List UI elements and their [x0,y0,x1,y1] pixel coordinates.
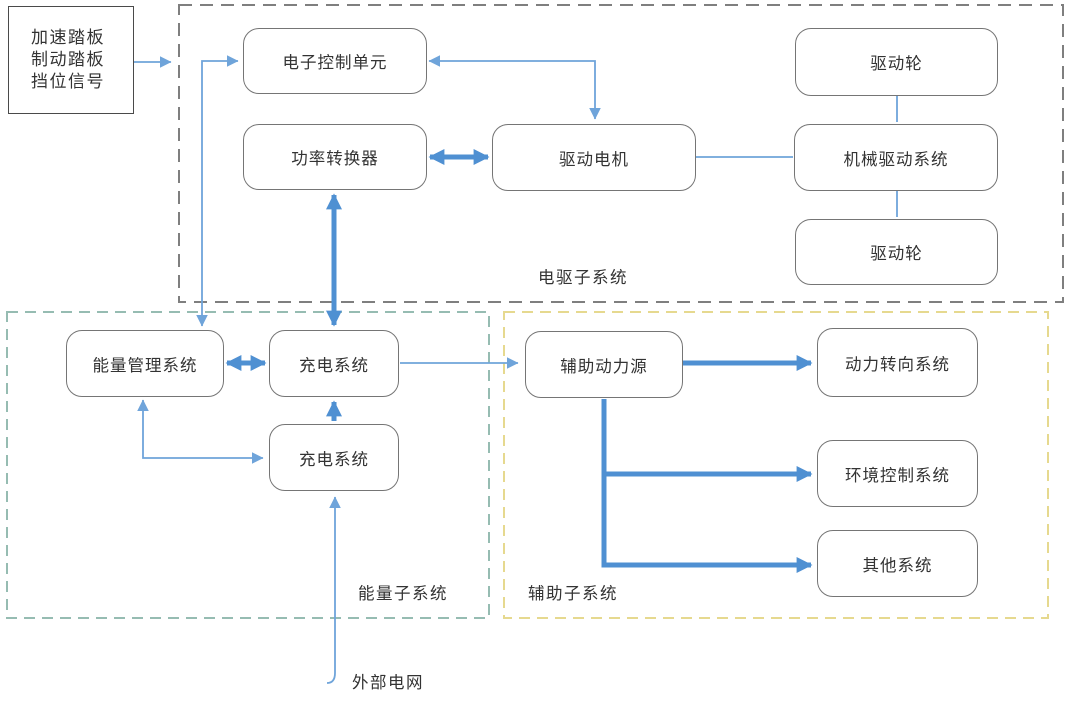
arrow-grid-to-charge-lower [326,496,341,684]
aux-subsystem-container [503,311,1049,619]
node-ecu-label: 电子控制单元 [282,53,388,72]
node-env-control: 环境控制系统 [817,440,978,507]
node-mech-drive-label: 机械驱动系统 [843,149,949,169]
label-aux-subsystem: 辅助子系统 [528,584,618,603]
node-drive-motor-label: 驱动电机 [559,149,629,169]
signal-line-1: 加速踏板 [31,28,105,48]
arrow-energy-mgmt-charge-lower [137,399,264,464]
node-other-systems: 其他系统 [817,530,978,597]
label-external-grid: 外部电网 [352,673,424,692]
node-energy-mgmt: 能量管理系统 [66,330,224,397]
signal-line-3: 挡位信号 [31,72,105,92]
node-ecu: 电子控制单元 [243,28,427,94]
node-power-converter-label: 功率转换器 [291,149,379,168]
node-charge-upper: 充电系统 [269,330,399,397]
node-steering-label: 动力转向系统 [845,354,950,374]
node-power-converter: 功率转换器 [243,124,427,190]
node-wheel-bottom-label: 驱动轮 [870,244,923,263]
node-energy-mgmt-label: 能量管理系统 [92,355,198,375]
node-aux-power-label: 辅助动力源 [560,356,648,376]
arrow-ecu-energy-mgmt [196,55,239,327]
label-energy-subsystem: 能量子系统 [358,584,448,603]
drive-subsystem-container [178,4,1064,303]
energy-subsystem-container [6,311,490,619]
node-env-control-label: 环境控制系统 [845,465,950,485]
node-pedal-signals: 加速踏板 制动踏板 挡位信号 [8,6,134,114]
label-drive-subsystem: 电驱子系统 [538,268,628,287]
node-wheel-bottom: 驱动轮 [795,219,998,285]
node-charge-upper-label: 充电系统 [299,355,369,375]
node-charge-lower: 充电系统 [269,424,399,491]
arrow-ecu-drive-motor [428,55,601,120]
node-charge-lower-label: 充电系统 [299,449,369,469]
node-other-systems-label: 其他系统 [862,555,933,575]
node-drive-motor: 驱动电机 [492,124,696,191]
signal-line-2: 制动踏板 [31,50,105,70]
node-mech-drive: 机械驱动系统 [794,124,998,191]
node-aux-power: 辅助动力源 [525,331,683,398]
node-wheel-top: 驱动轮 [795,28,998,96]
node-steering: 动力转向系统 [817,328,978,397]
node-wheel-top-label: 驱动轮 [870,54,923,73]
